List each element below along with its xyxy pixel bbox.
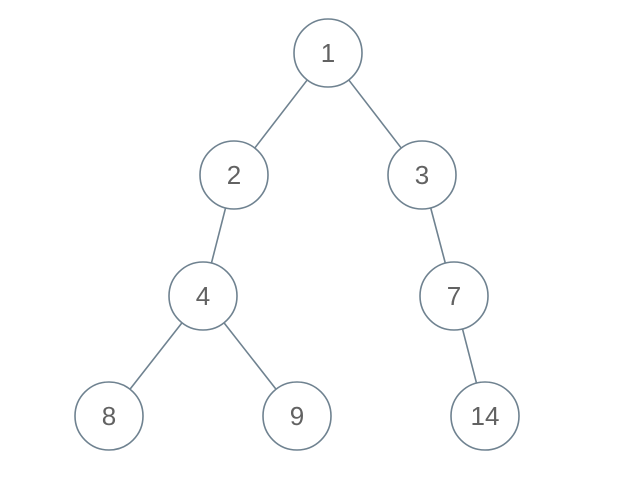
tree-node-3: 3 — [387, 140, 457, 210]
edge-7-14 — [461, 328, 478, 384]
node-circle — [199, 140, 269, 210]
tree-node-4: 4 — [168, 261, 238, 331]
node-circle — [262, 381, 332, 451]
node-label: 2 — [227, 160, 241, 190]
node-label: 9 — [290, 401, 304, 431]
node-circle — [419, 261, 489, 331]
node-circle — [387, 140, 457, 210]
tree-node-2: 2 — [199, 140, 269, 210]
tree-node-9: 9 — [262, 381, 332, 451]
node-circle — [293, 18, 363, 88]
edge-3-7 — [429, 207, 447, 264]
tree-node-1: 1 — [293, 18, 363, 88]
node-label: 3 — [415, 160, 429, 190]
edge-4-8 — [129, 322, 183, 390]
edge-2-4 — [210, 207, 227, 264]
node-label: 1 — [321, 38, 335, 68]
node-circle — [450, 381, 520, 451]
node-circle — [168, 261, 238, 331]
tree-node-7: 7 — [419, 261, 489, 331]
tree-node-8: 8 — [74, 381, 144, 451]
node-label: 14 — [471, 401, 500, 431]
edge-4-9 — [223, 322, 277, 390]
edge-1-3 — [348, 79, 402, 149]
node-label: 7 — [447, 281, 461, 311]
node-circle — [74, 381, 144, 451]
tree-node-14: 14 — [450, 381, 520, 451]
edge-1-2 — [254, 79, 308, 149]
edges-layer — [129, 79, 478, 390]
nodes-layer: 1 2 3 4 7 8 9 14 — [74, 18, 520, 451]
node-label: 8 — [102, 401, 116, 431]
node-label: 4 — [196, 281, 210, 311]
